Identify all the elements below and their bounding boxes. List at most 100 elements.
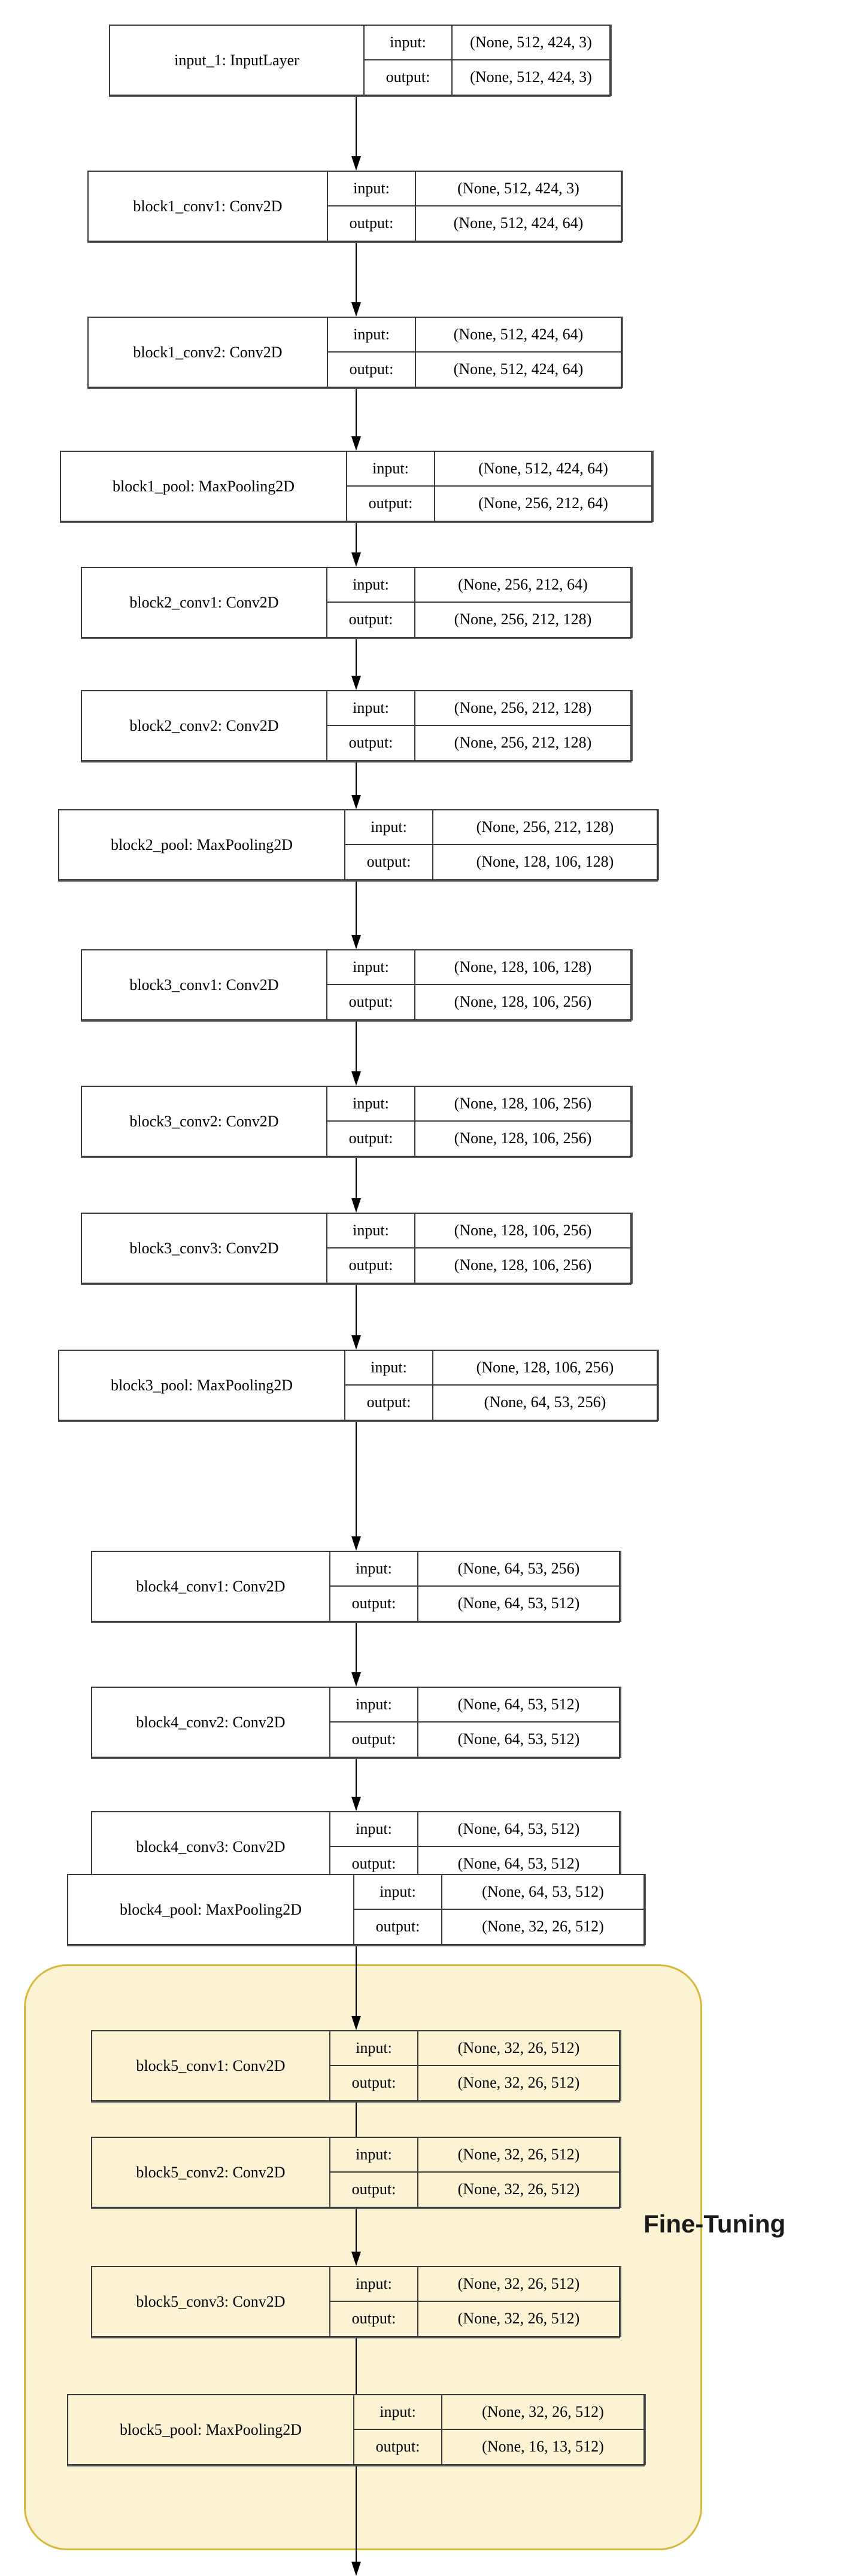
layer-name: block5_conv2: Conv2D <box>92 2138 330 2207</box>
edge-arrow <box>351 880 361 949</box>
arrowhead-icon <box>351 302 361 317</box>
arrowhead-icon <box>351 1071 361 1086</box>
arrowhead-icon <box>351 1335 361 1350</box>
io-value-output: (None, 32, 26, 512) <box>457 2074 580 2092</box>
io-key-input: input: <box>347 452 435 485</box>
layer-io-table: input:(None, 64, 53, 512)output:(None, 3… <box>354 1875 643 1944</box>
io-value-input: (None, 32, 26, 512) <box>457 2145 580 2163</box>
io-key-input: input: <box>365 26 453 59</box>
layer-io-table: input:(None, 32, 26, 512)output:(None, 1… <box>354 2395 643 2464</box>
io-row-output: output: (None, 128, 106, 256) <box>327 1248 630 1283</box>
io-value-output: (None, 16, 13, 512) <box>482 2438 604 2456</box>
edge-line <box>356 1284 357 1338</box>
edge-line <box>356 2208 357 2254</box>
io-value-input: (None, 128, 106, 256) <box>476 1358 614 1376</box>
io-key-output: output: <box>330 1846 418 1881</box>
io-value-output: (None, 128, 106, 256) <box>454 1256 592 1274</box>
io-value-input: (None, 64, 53, 512) <box>457 1819 580 1837</box>
io-value-input: (None, 256, 212, 64) <box>458 575 588 593</box>
arrowhead-icon <box>351 2562 361 2576</box>
layer-name: input_1: InputLayer <box>110 26 365 95</box>
layer-name: block4_pool: MaxPooling2D <box>68 1875 354 1944</box>
io-row-input: input:(None, 64, 53, 512) <box>330 1812 619 1847</box>
io-value-output: (None, 32, 26, 512) <box>482 1918 604 1936</box>
layer-name: block3_conv1: Conv2D <box>82 950 327 1019</box>
io-row-output: output:(None, 256, 212, 128) <box>327 725 630 760</box>
layer-io-table: input:(None, 128, 106, 128)output:(None,… <box>327 950 630 1019</box>
edge-line <box>356 880 357 937</box>
io-key-output: output: <box>330 2172 418 2207</box>
io-key-output: output: <box>330 1586 418 1621</box>
io-row-output: output:(None, 64, 53, 256) <box>345 1385 657 1420</box>
layer-name: block5_conv1: Conv2D <box>92 2031 330 2100</box>
io-key-input: input: <box>354 2395 442 2429</box>
io-value-output: (None, 32, 26, 512) <box>457 2180 580 2198</box>
layer-name: block1_conv2: Conv2D <box>89 318 328 387</box>
arrowhead-icon <box>351 156 361 171</box>
edge-arrow <box>351 242 361 317</box>
arrowhead-icon <box>351 2016 361 2030</box>
io-row-input: input:(None, 64, 53, 512) <box>354 1875 643 1910</box>
io-row-output: output:(None, 32, 26, 512) <box>354 1909 643 1944</box>
layer-io-table: input:(None, 32, 26, 512)output:(None, 3… <box>330 2031 619 2100</box>
io-key-output: output: <box>330 1722 418 1757</box>
io-row-input: input:(None, 256, 212, 128) <box>345 810 657 845</box>
layer-name: block4_conv2: Conv2D <box>92 1688 330 1757</box>
io-key-input: input: <box>328 318 416 351</box>
io-key-input: input: <box>330 2138 418 2171</box>
edge-line <box>356 2101 357 2155</box>
edge-arrow <box>351 2465 361 2576</box>
io-row-input: input: (None, 64, 53, 512) <box>330 1688 619 1723</box>
io-value-output: (None, 256, 212, 64) <box>478 494 608 512</box>
io-row-output: output:(None, 512, 424, 3) <box>365 60 609 95</box>
layer-io-table: input:(None, 64, 53, 512)output: (None, 6… <box>330 1812 619 1881</box>
io-row-output: output:(None, 32, 26, 512) <box>330 2065 619 2100</box>
io-value-input: (None, 256, 212, 128) <box>454 698 592 716</box>
layer-io-table: input:(None, 128, 106, 256)output:(None,… <box>327 1214 630 1283</box>
arrowhead-icon <box>351 1797 361 1811</box>
io-value-input: (None, 512, 424, 64) <box>478 459 608 477</box>
layer-io-table: input: (None, 128, 106, 256) output:(None,… <box>345 1351 657 1420</box>
edge-line <box>356 96 357 159</box>
io-row-input: input: (None, 256, 212, 128) <box>327 691 630 726</box>
layer-io-table: input:(None, 512, 424, 64)output:(None, … <box>347 452 651 521</box>
io-key-output: output: <box>327 1248 415 1283</box>
edge-line <box>356 1622 357 1675</box>
io-row-output: output:(None, 128, 106, 256) <box>327 985 630 1019</box>
io-key-input: input: <box>330 1688 418 1721</box>
layer-name: block1_pool: MaxPooling2D <box>61 452 347 521</box>
edge-arrow <box>351 1284 361 1350</box>
arrowhead-icon <box>351 1672 361 1687</box>
edge-arrow <box>351 1758 361 1811</box>
io-key-input: input: <box>345 1351 433 1384</box>
edge-arrow <box>351 2208 361 2266</box>
io-key-input: input: <box>354 1875 442 1909</box>
arrowhead-icon <box>351 935 361 949</box>
io-value-input: (None, 512, 424, 3) <box>457 179 579 197</box>
io-row-output: output:(None, 512, 424, 64) <box>328 352 621 387</box>
arrowhead-icon <box>351 1536 361 1551</box>
layer-io-table: input:(None, 256, 212, 64)output:(None, … <box>327 568 630 637</box>
io-value-output: (None, 512, 424, 64) <box>453 214 584 232</box>
edge-line <box>356 1157 357 1201</box>
io-value-input: (None, 64, 53, 512) <box>457 1695 580 1713</box>
io-row-input: input:(None, 512, 424, 3) <box>328 172 621 206</box>
io-key-output: output: <box>327 1121 415 1156</box>
io-row-input: input: (None, 32, 26, 512) <box>330 2138 619 2173</box>
io-value-input: (None, 512, 424, 3) <box>470 33 592 51</box>
io-key-input: input: <box>327 691 415 725</box>
edge-arrow <box>351 522 361 567</box>
